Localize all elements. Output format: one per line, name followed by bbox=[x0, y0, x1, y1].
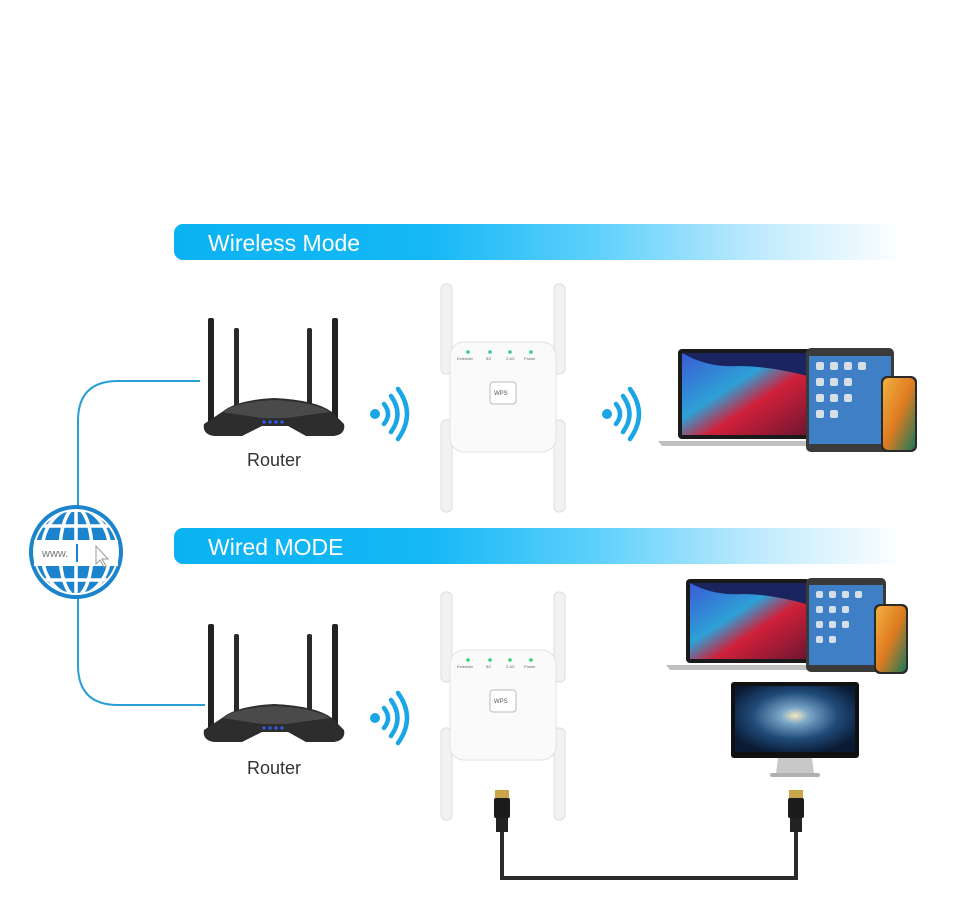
wireless-mode-title: Wireless Mode bbox=[208, 230, 361, 256]
led-label-extender: Extender bbox=[457, 356, 474, 361]
smartphone-icon bbox=[881, 376, 917, 452]
wired-mode-title: Wired MODE bbox=[208, 534, 344, 560]
wps-button[interactable]: WPS bbox=[494, 699, 508, 705]
smartphone-icon bbox=[874, 604, 908, 674]
wifi-signal-icon bbox=[370, 386, 410, 442]
led-label-5g: 5G bbox=[486, 664, 492, 669]
desktop-monitor bbox=[730, 680, 860, 780]
wifi-extender-wireless: Extender 5G 2.4G Power WPS bbox=[438, 282, 568, 514]
ethernet-connector-icon bbox=[494, 790, 510, 832]
laptop-icon bbox=[666, 579, 816, 670]
router-status-leds bbox=[262, 420, 284, 424]
wifi-extender-wired: Extender 5G 2.4G Power WPS bbox=[438, 590, 568, 822]
internet-globe: www. bbox=[28, 504, 124, 600]
router-status-leds bbox=[262, 726, 284, 730]
ethernet-cable bbox=[494, 790, 804, 880]
globe-icon: www. bbox=[29, 505, 123, 599]
router-icon bbox=[203, 318, 345, 436]
router-wireless bbox=[196, 312, 356, 442]
extender-leds bbox=[466, 350, 533, 354]
led-label-extender: Extender bbox=[457, 664, 474, 669]
led-label-5g: 5G bbox=[486, 356, 492, 361]
led-label-power: Power bbox=[524, 664, 536, 669]
extender-device-icon bbox=[440, 283, 566, 513]
router-wired bbox=[196, 618, 356, 748]
led-label-24g: 2.4G bbox=[506, 356, 515, 361]
client-devices-wireless bbox=[658, 346, 920, 456]
wireless-mode-banner: Wireless Mode bbox=[174, 224, 904, 260]
ethernet-connector-icon bbox=[788, 790, 804, 832]
wifi-signal-icon bbox=[370, 690, 410, 746]
tablet-icon bbox=[806, 578, 886, 672]
globe-address-text: www. bbox=[41, 548, 68, 560]
wifi-signal-icon bbox=[602, 386, 642, 442]
led-label-24g: 2.4G bbox=[506, 664, 515, 669]
led-label-power: Power bbox=[524, 356, 536, 361]
monitor-icon bbox=[731, 682, 859, 777]
extender-leds bbox=[466, 658, 533, 662]
router-icon bbox=[203, 624, 345, 742]
tablet-icon bbox=[806, 348, 894, 452]
router-label-wired: Router bbox=[246, 758, 302, 778]
router-label-wireless: Router bbox=[246, 450, 302, 470]
wps-button[interactable]: WPS bbox=[494, 391, 508, 397]
cursor-icon bbox=[95, 544, 110, 568]
laptop-icon bbox=[658, 349, 818, 446]
extender-device-icon bbox=[440, 591, 566, 821]
wired-mode-banner: Wired MODE bbox=[174, 528, 904, 564]
client-devices-wired bbox=[666, 576, 916, 676]
